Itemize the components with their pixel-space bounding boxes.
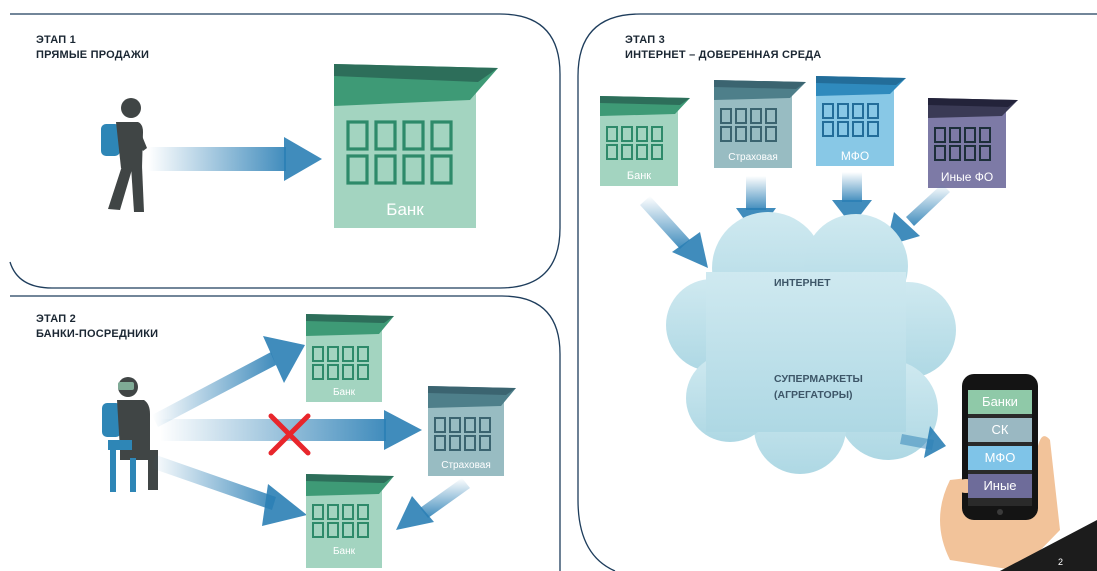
- stage1-subtitle: ПРЯМЫЕ ПРОДАЖИ: [36, 49, 150, 61]
- stage3-bank-label: Банк: [626, 170, 652, 182]
- stage2-title: ЭТАП 2: [36, 313, 76, 325]
- cloud-line2: (АГРЕГАТОРЫ): [774, 389, 853, 401]
- cloud-title: ИНТЕРНЕТ: [774, 277, 831, 289]
- stage2-insurer-building-icon: [428, 386, 516, 476]
- stage3-bank-building-icon: [600, 96, 690, 186]
- seated-person-with-phone-icon: [102, 377, 158, 492]
- phone-item-insurers[interactable]: СК: [968, 418, 1032, 442]
- stage3-frame: [577, 13, 1097, 571]
- stage1-bank-building-icon: [334, 64, 498, 228]
- stage3-other-fi-building-icon: [928, 98, 1018, 188]
- stage3-subtitle: ИНТЕРНЕТ – ДОВЕРЕННАЯ СРЕДА: [625, 49, 822, 61]
- stage2-bank-top-building-icon: [306, 314, 394, 402]
- stage3-insurer-building-icon: [714, 80, 806, 168]
- stage3-arrow-mfo: [832, 172, 872, 226]
- page-corner: [1040, 530, 1097, 571]
- stage3-mfo-building-icon: [816, 76, 906, 166]
- internet-cloud-icon: [666, 212, 956, 474]
- stage2-arrow-to-bank-bottom: [151, 455, 307, 526]
- stage1-bank-label: Банк: [386, 200, 424, 219]
- stage3-insurer-label: Страховая: [728, 152, 778, 163]
- stage2-bank-bottom-label: Банк: [332, 546, 356, 557]
- stage1-arrow: [148, 137, 322, 181]
- stage2-bank-bottom-building-icon: [306, 474, 394, 568]
- stage1-title: ЭТАП 1: [36, 34, 76, 46]
- walking-person-icon: [101, 98, 147, 212]
- phone-item-banks[interactable]: Банки: [968, 390, 1032, 414]
- stage2-insurer-label: Страховая: [441, 460, 491, 471]
- stage2-bank-top-label: Банк: [332, 387, 356, 398]
- blocked-cross-icon: [268, 413, 311, 456]
- stage3-mfo-label: МФО: [840, 149, 870, 163]
- stage3-other-label: Иные ФО: [940, 170, 994, 184]
- phone-item-other[interactable]: Иные: [968, 474, 1032, 498]
- stage2-frame: [10, 295, 561, 571]
- cloud-line1: СУПЕРМАРКЕТЫ: [774, 373, 863, 385]
- stage3-title: ЭТАП 3: [625, 34, 665, 46]
- page-number: 2: [1057, 557, 1063, 567]
- stage3-arrow-to-phone: [900, 426, 946, 458]
- stage2-arrow-to-insurer: [160, 410, 422, 450]
- stage2-arrow-insurer-to-bank: [396, 478, 470, 530]
- phone-item-mfo[interactable]: МФО: [968, 446, 1032, 470]
- stage1-frame: [9, 13, 561, 289]
- stage2-arrow-to-bank-top: [152, 336, 305, 427]
- stage3-arrow-bank: [640, 196, 708, 268]
- stage2-subtitle: БАНКИ-ПОСРЕДНИКИ: [36, 328, 159, 340]
